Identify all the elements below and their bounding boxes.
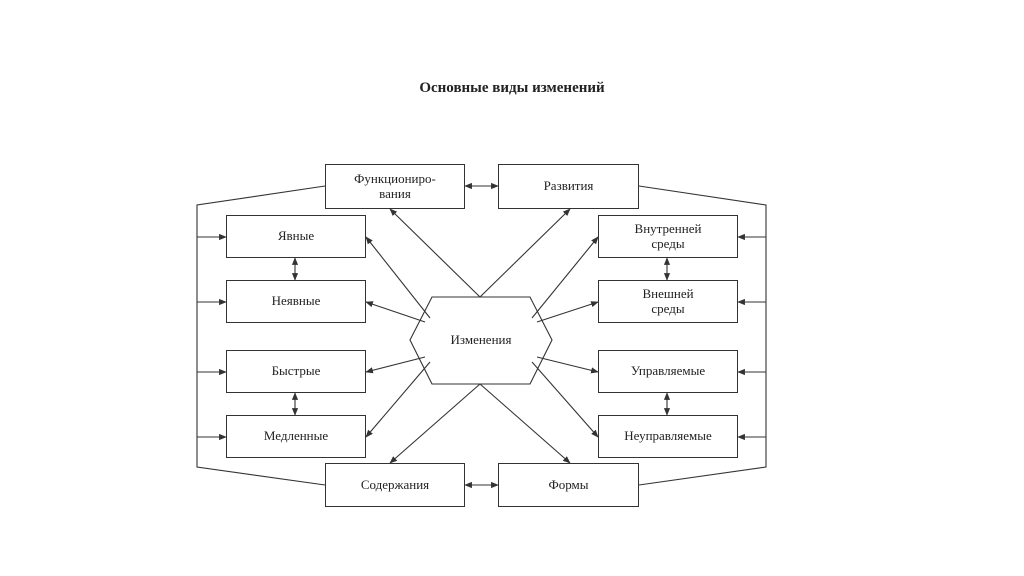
arrow-hex-vneshney bbox=[536, 301, 599, 323]
arrow-hex-bystrye bbox=[365, 356, 426, 374]
box-vneshney: Внешней среды bbox=[598, 280, 738, 323]
left-bracket-line bbox=[196, 185, 326, 486]
box-neupravlyaemye: Неуправляемые bbox=[598, 415, 738, 458]
center-hexagon bbox=[409, 296, 553, 385]
arrow-hex-yavnye bbox=[365, 236, 431, 319]
box-bystrye: Быстрые bbox=[226, 350, 366, 393]
box-neyavnye: Неявные bbox=[226, 280, 366, 323]
arrow-to-razvitiya bbox=[479, 208, 571, 298]
arrow-hex-medlennye bbox=[365, 361, 431, 438]
box-funktsionirovaniya: Функциониро- вания bbox=[325, 164, 465, 209]
box-vnutrenney: Внутренней среды bbox=[598, 215, 738, 258]
diagram-title: Основные виды изменений bbox=[419, 80, 605, 96]
arrow-to-formy bbox=[479, 383, 571, 464]
box-soderzhaniya: Содержания bbox=[325, 463, 465, 507]
box-razvitiya: Развития bbox=[498, 164, 639, 209]
center-label: Изменения bbox=[450, 332, 512, 347]
arrow-to-soderzhaniya bbox=[389, 383, 481, 464]
box-formy: Формы bbox=[498, 463, 639, 507]
right-bracket-line bbox=[638, 185, 767, 486]
arrow-hex-neupravlyaemye bbox=[531, 361, 599, 438]
box-upravlyaemye: Управляемые bbox=[598, 350, 738, 393]
box-medlennye: Медленные bbox=[226, 415, 366, 458]
arrow-hex-neyavnye bbox=[365, 301, 426, 323]
arrow-to-funktsionirovaniya bbox=[389, 208, 481, 298]
arrow-hex-vnutrenney bbox=[531, 236, 599, 319]
box-yavnye: Явные bbox=[226, 215, 366, 258]
arrow-hex-upravlyaemye bbox=[536, 356, 599, 374]
